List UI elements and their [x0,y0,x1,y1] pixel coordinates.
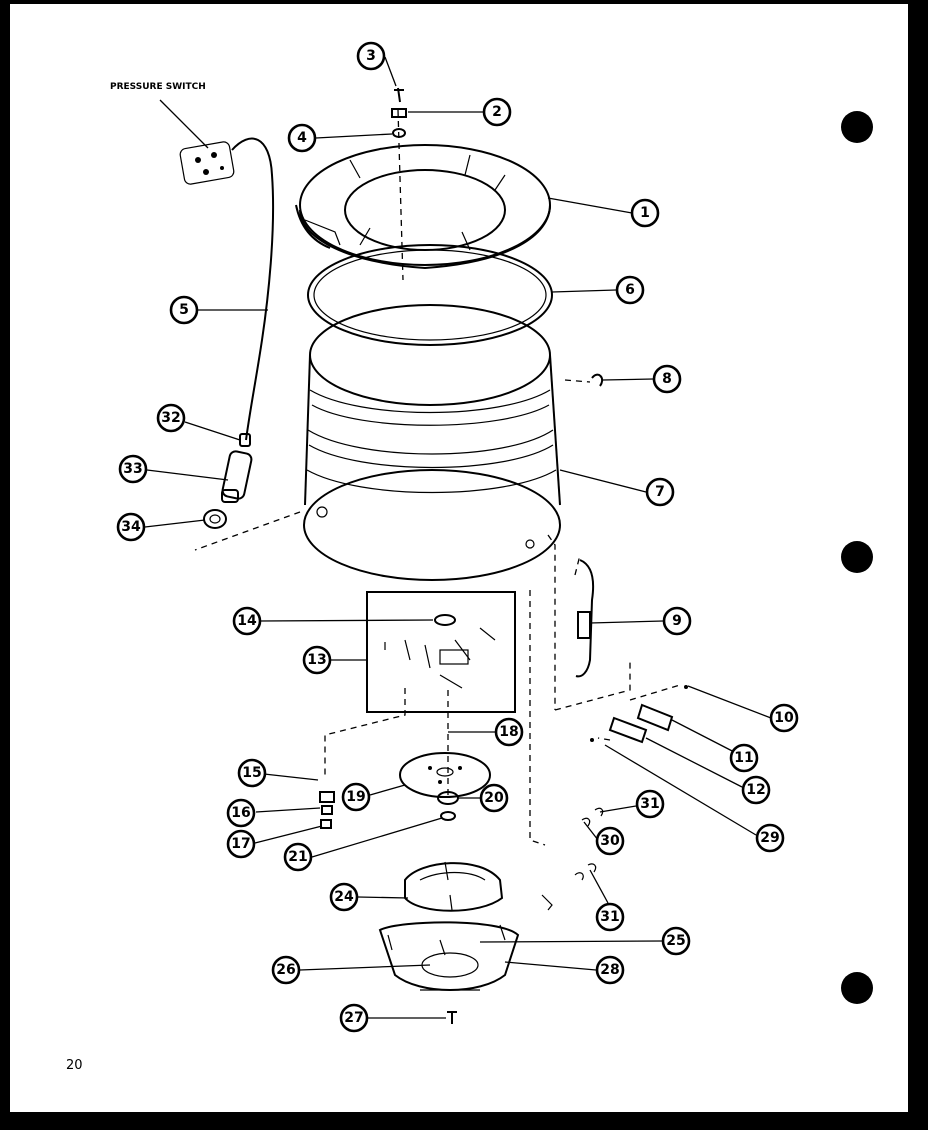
callout-27: 27 [339,1003,369,1033]
callout-31-lower: 31 [595,902,625,932]
svg-text:16: 16 [231,805,250,821]
callout-5: 5 [169,295,199,325]
svg-text:11: 11 [734,750,753,766]
svg-text:26: 26 [276,962,295,978]
hose-fittings [203,433,253,529]
svg-text:15: 15 [242,765,261,781]
svg-text:31: 31 [640,796,659,812]
callout-18: 18 [494,717,524,747]
svg-text:32: 32 [161,410,180,426]
small-parts-29-31 [541,807,604,911]
svg-text:3: 3 [366,48,376,64]
washer-21 [440,811,456,821]
callout-10: 10 [769,703,799,733]
svg-text:30: 30 [600,833,620,849]
callout-7: 7 [645,477,675,507]
plates-11-12 [590,685,688,744]
svg-text:9: 9 [672,613,682,629]
callout-28: 28 [595,955,625,985]
callout-14: 14 [232,606,262,636]
callout-19: 19 [341,782,371,812]
callout-31-upper: 31 [635,789,665,819]
svg-text:27: 27 [344,1010,363,1026]
svg-text:18: 18 [499,724,518,740]
callout-8: 8 [652,364,682,394]
callout-21: 21 [283,842,313,872]
leader-lines [144,56,772,1019]
svg-text:31: 31 [600,909,619,925]
pressure-switch-label: PRESSURE SWITCH [110,82,206,92]
svg-text:7: 7 [655,484,665,500]
svg-text:21: 21 [288,849,307,865]
page-number: 20 [66,1058,83,1073]
callout-25: 25 [661,926,691,956]
callout-4: 4 [287,123,317,153]
callout-26: 26 [271,955,301,985]
callout-2: 2 [482,97,512,127]
svg-text:14: 14 [237,613,257,629]
callout-30: 30 [595,826,625,856]
svg-text:13: 13 [307,652,326,668]
callout-34: 34 [116,512,146,542]
svg-text:8: 8 [662,371,672,387]
clamp-8 [591,373,604,387]
small-parts-15-16-17 [319,791,335,829]
svg-text:1: 1 [640,205,650,221]
callout-24: 24 [329,882,359,912]
callout-33: 33 [118,454,148,484]
punch-hole-top [841,111,873,143]
svg-text:33: 33 [123,461,142,477]
punch-hole-bottom [841,972,873,1004]
svg-text:25: 25 [666,933,685,949]
callout-32: 32 [156,403,186,433]
callout-16: 16 [226,798,256,828]
svg-text:10: 10 [774,710,794,726]
svg-text:4: 4 [297,130,307,146]
pump-base-25-26-28 [378,921,520,991]
callout-6: 6 [615,275,645,305]
svg-text:19: 19 [346,789,365,805]
callout-1: 1 [630,198,660,228]
svg-text:34: 34 [121,519,141,535]
callout-9: 9 [662,606,692,636]
screw-clip-washer [391,87,407,138]
mounting-plate-13 [366,591,516,713]
callout-3: 3 [356,41,386,71]
svg-text:17: 17 [231,836,250,852]
svg-text:6: 6 [625,282,635,298]
callout-12: 12 [741,775,771,805]
svg-text:28: 28 [600,962,619,978]
tub-ring-gasket [307,244,553,346]
callout-29: 29 [755,823,785,853]
svg-text:20: 20 [484,790,504,806]
callout-17: 17 [226,829,256,859]
pressure-switch-assembly [179,137,275,441]
plate-19 [399,752,491,798]
callout-11: 11 [729,743,759,773]
callout-20: 20 [479,783,509,813]
bracket-9 [575,559,595,678]
pump-cover-24 [404,861,504,912]
svg-text:2: 2 [492,104,502,120]
screw-27 [447,1011,457,1024]
callout-15: 15 [237,758,267,788]
outer-tub [303,304,561,581]
svg-text:5: 5 [179,302,189,318]
svg-text:29: 29 [760,830,779,846]
svg-text:12: 12 [746,782,765,798]
svg-text:24: 24 [334,889,354,905]
callout-13: 13 [302,645,332,675]
punch-hole-middle [841,541,873,573]
